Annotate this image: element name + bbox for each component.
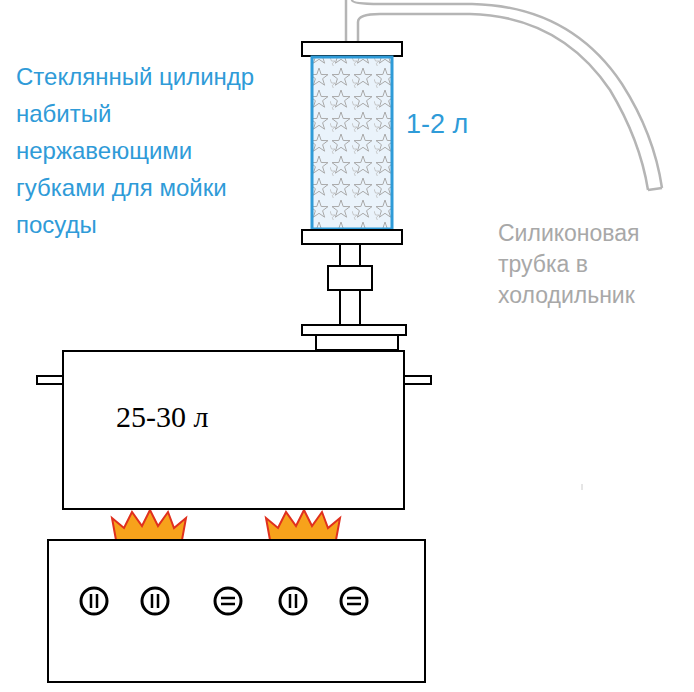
lid-flange bbox=[302, 325, 406, 335]
stove-knob bbox=[81, 588, 367, 614]
volume-label: 1-2 л bbox=[406, 108, 496, 140]
pipe bbox=[340, 290, 360, 325]
bottom-flange bbox=[302, 230, 402, 244]
burner-flame bbox=[112, 510, 340, 540]
nut bbox=[328, 266, 372, 290]
pipe bbox=[340, 244, 360, 266]
speck bbox=[582, 484, 583, 490]
volume-label: 25-30 л bbox=[116, 400, 403, 434]
tube-caption: Силиконовая трубка в холодильник bbox=[498, 218, 690, 311]
pot-box: 25-30 л bbox=[62, 350, 405, 510]
cylinder-caption: Стеклянный цилиндр набитый нержавеющими … bbox=[16, 58, 284, 243]
pot-handle bbox=[37, 376, 63, 384]
top-flange bbox=[302, 42, 402, 56]
cylinder-fill bbox=[312, 57, 392, 229]
lid-base bbox=[316, 335, 398, 350]
stove bbox=[48, 540, 425, 682]
pot-handle bbox=[404, 376, 431, 384]
glass-cylinder bbox=[312, 57, 392, 229]
